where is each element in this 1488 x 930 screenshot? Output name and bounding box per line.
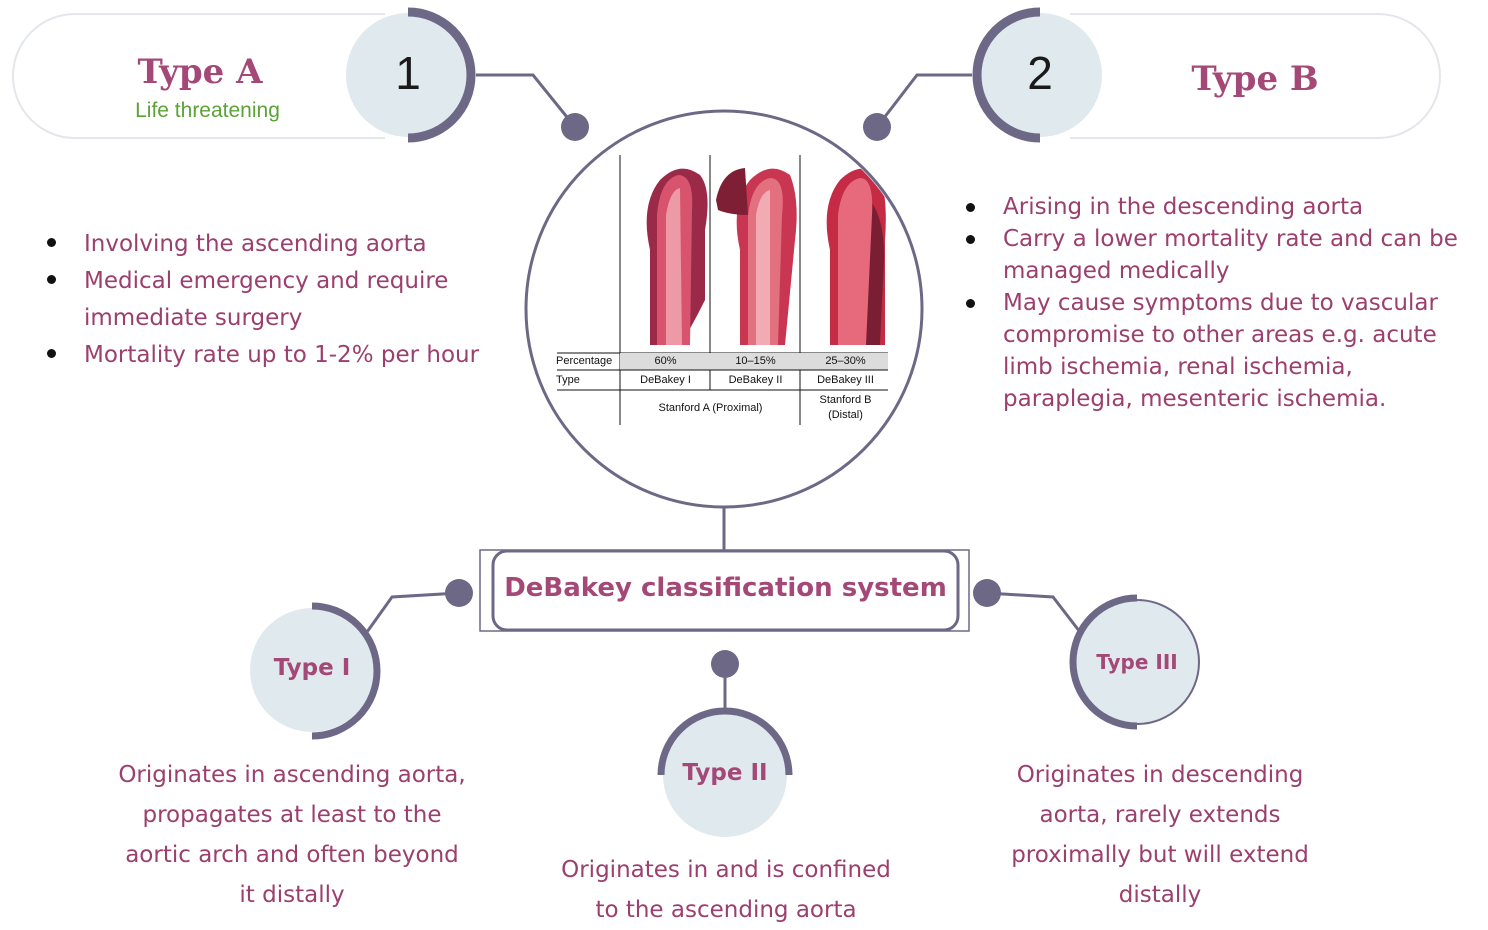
type2-description: Originates in and is confined to the asc… xyxy=(526,850,926,930)
type1-desc-line: propagates at least to the xyxy=(92,795,492,835)
type2-desc-line: to the ascending aorta xyxy=(526,890,926,930)
type3-desc-line: proximally but will extend xyxy=(960,835,1360,875)
type-a-points: Involving the ascending aorta Medical em… xyxy=(44,226,484,374)
figure-row-type: Type xyxy=(556,374,620,386)
type2-label: Type II xyxy=(670,760,780,786)
figure-stanford-a: Stanford A (Proximal) xyxy=(621,402,800,414)
type-a-title: Type A xyxy=(120,52,280,92)
type3-description: Originates in descending aorta, rarely e… xyxy=(960,755,1360,915)
type-a-point: Mortality rate up to 1-2% per hour xyxy=(44,337,484,374)
type-a-connector xyxy=(476,75,575,127)
type3-desc-line: Originates in descending xyxy=(960,755,1360,795)
type-b-number: 2 xyxy=(1010,46,1070,100)
figure-row-percentage: Percentage xyxy=(556,355,620,367)
type-b-point: Arising in the descending aorta xyxy=(963,191,1483,223)
type-b-connector xyxy=(877,75,972,127)
type1-description: Originates in ascending aorta, propagate… xyxy=(92,755,492,915)
figure-pct-1: 60% xyxy=(621,355,710,367)
type-b-connector-dot xyxy=(863,113,891,141)
type3-desc-line: distally xyxy=(960,875,1360,915)
type3-desc-line: aorta, rarely extends xyxy=(960,795,1360,835)
type-a-subtitle: Life threatening xyxy=(90,99,325,123)
type-b-title: Type B xyxy=(1170,59,1340,99)
figure-type-1: DeBakey I xyxy=(621,374,710,386)
type-b-points: Arising in the descending aorta Carry a … xyxy=(963,191,1483,415)
type1-desc-line: aortic arch and often beyond xyxy=(92,835,492,875)
type1-desc-line: it distally xyxy=(92,875,492,915)
type1-desc-line: Originates in ascending aorta, xyxy=(92,755,492,795)
center-title: DeBakey classification system xyxy=(495,573,956,603)
type2-desc-line: Originates in and is confined xyxy=(526,850,926,890)
figure-pct-2: 10–15% xyxy=(711,355,800,367)
type-b-point: Carry a lower mortality rate and can be … xyxy=(963,223,1483,287)
figure-type-3: DeBakey III xyxy=(801,374,890,386)
type-a-point: Medical emergency and require immediate … xyxy=(44,263,484,337)
type3-label: Type III xyxy=(1082,650,1192,674)
type-a-point: Involving the ascending aorta xyxy=(44,226,484,263)
figure-stanford-b-1: Stanford B xyxy=(801,394,890,406)
type-a-connector-dot xyxy=(561,113,589,141)
figure-stanford-b-2: (Distal) xyxy=(801,409,890,421)
figure-type-2: DeBakey II xyxy=(711,374,800,386)
type1-label: Type I xyxy=(262,655,362,681)
type-b-point: May cause symptoms due to vascular compr… xyxy=(963,287,1483,415)
type-a-number: 1 xyxy=(378,46,438,100)
figure-pct-3: 25–30% xyxy=(801,355,890,367)
